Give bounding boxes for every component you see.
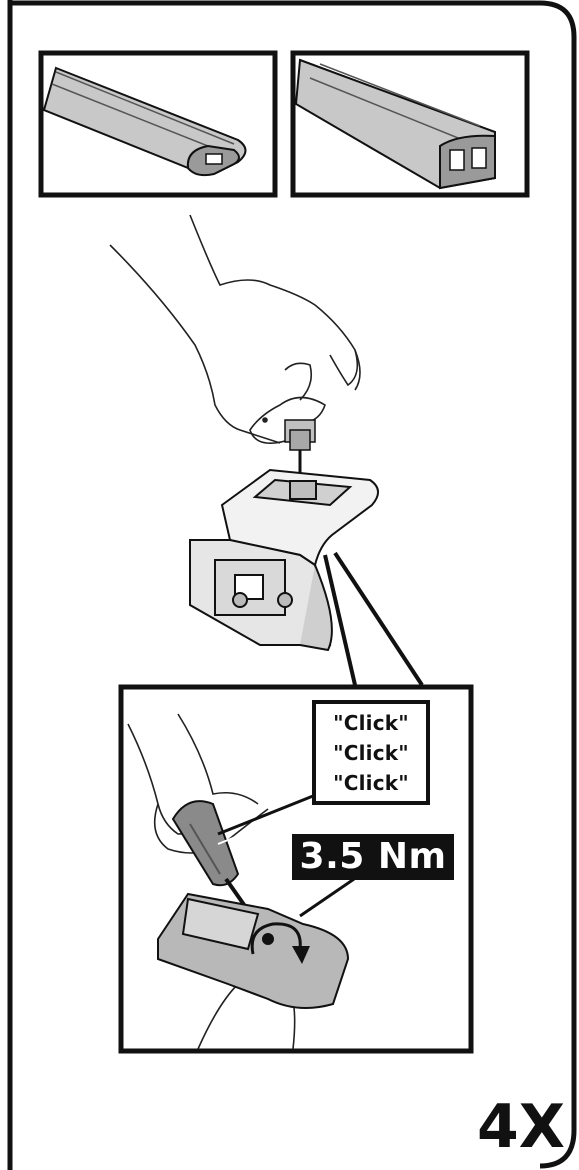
click-sound-label: "Click" "Click" "Click" <box>312 700 430 805</box>
torque-value-label: 3.5 Nm <box>292 834 454 880</box>
foot-body <box>189 468 379 652</box>
quantity-label: 4X <box>476 1092 565 1162</box>
click-text-3: "Click" <box>333 770 409 795</box>
foot-assembly-illustration <box>109 214 379 652</box>
cap-piece <box>284 419 316 451</box>
rail-bar-illustration <box>294 58 496 190</box>
click-text-2: "Click" <box>333 740 409 765</box>
tighten-arrow <box>250 922 310 964</box>
click-text-1: "Click" <box>333 710 409 735</box>
zoom-callout-lines <box>323 551 424 687</box>
rail-bar-profile-inset <box>290 50 530 198</box>
wing-bar-illustration <box>42 66 247 177</box>
hand-drawing <box>109 214 361 445</box>
wing-bar-profile-inset <box>38 50 278 198</box>
